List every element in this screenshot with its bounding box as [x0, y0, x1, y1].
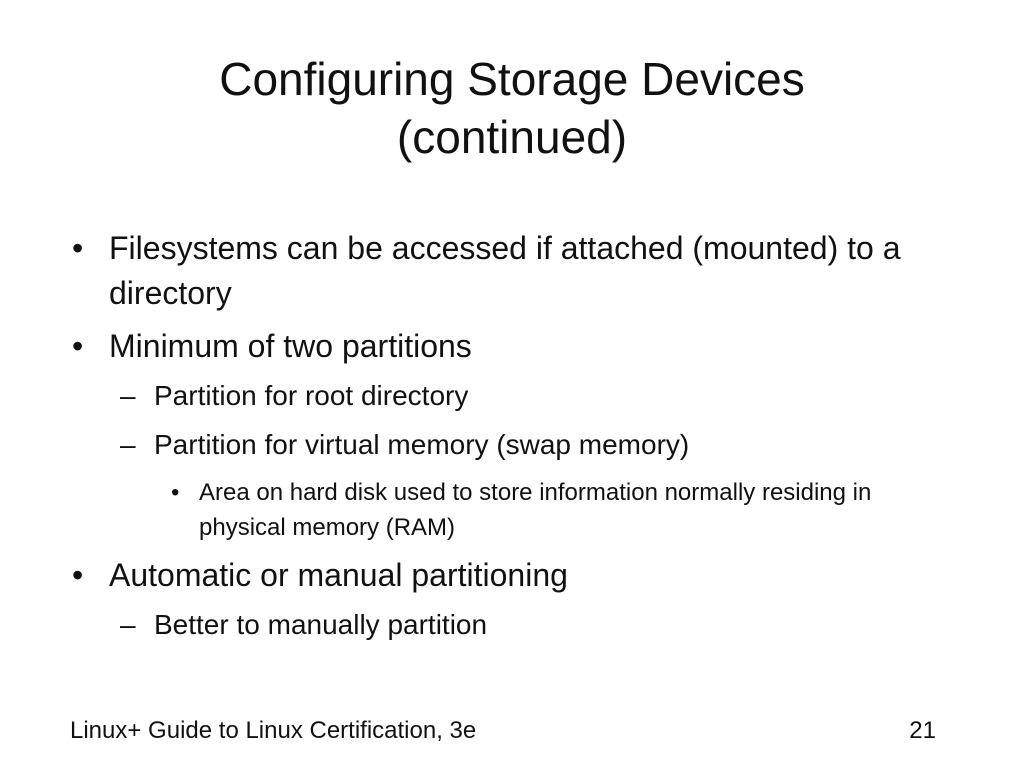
sub-bullet-marker: –: [120, 609, 136, 640]
footer-course-title: Linux+ Guide to Linux Certification, 3e: [70, 717, 477, 744]
bullet-automatic-manual: • Automatic or manual partitioning: [70, 553, 970, 598]
slide-title-line-1: Configuring Storage Devices: [219, 53, 805, 105]
page-number: 21: [909, 717, 936, 744]
bullet-minimum-partitions: • Minimum of two partitions: [70, 324, 970, 369]
slide-title-line-2: (continued): [396, 111, 628, 163]
bullet-text: Automatic or manual partitioning: [109, 557, 568, 593]
bullet-text: Filesystems can be accessed if attached …: [109, 230, 901, 311]
bullet-text: Minimum of two partitions: [109, 328, 472, 364]
slide-title: Configuring Storage Devices (continued): [0, 50, 1024, 166]
sub-bullet-text: Partition for virtual memory (swap memor…: [154, 429, 690, 460]
sub-bullet-marker: –: [120, 380, 136, 411]
sub-bullet-swap-partition: – Partition for virtual memory (swap mem…: [70, 426, 970, 464]
sub-bullet-manual-partition: – Better to manually partition: [70, 606, 970, 644]
sub-sub-bullet-swap-definition: • Area on hard disk used to store inform…: [70, 475, 929, 545]
slide-body: • Filesystems can be accessed if attache…: [70, 226, 970, 655]
sub-sub-bullet-marker: •: [171, 479, 180, 506]
bullet-marker: •: [72, 230, 84, 266]
sub-sub-bullet-text: Area on hard disk used to store informat…: [199, 479, 872, 541]
bullet-marker: •: [72, 557, 84, 593]
bullet-marker: •: [72, 328, 84, 364]
sub-bullet-marker: –: [120, 429, 136, 460]
sub-bullet-root-partition: – Partition for root directory: [70, 377, 970, 415]
bullet-filesystems-mounted: • Filesystems can be accessed if attache…: [70, 226, 970, 316]
sub-bullet-text: Better to manually partition: [154, 609, 488, 640]
sub-bullet-text: Partition for root directory: [154, 380, 469, 411]
